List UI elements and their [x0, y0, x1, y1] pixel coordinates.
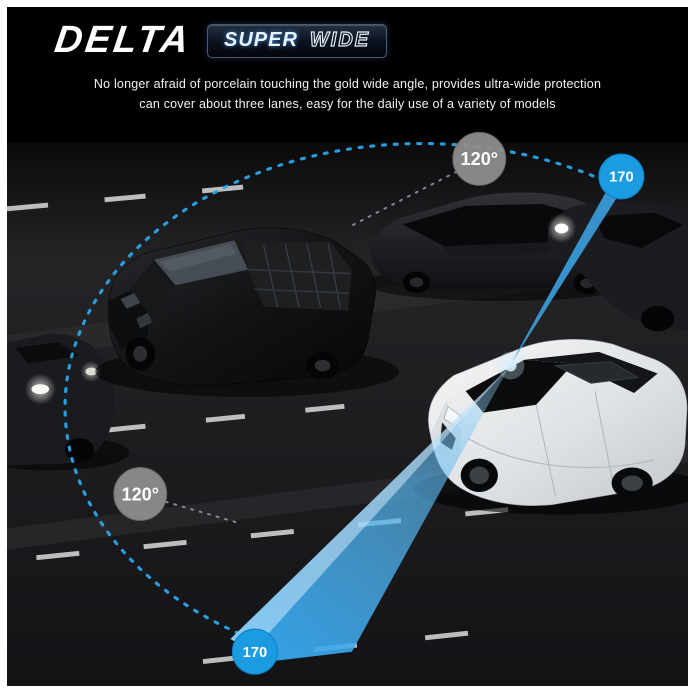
scene-svg: 120° 170 120° 170 [7, 7, 688, 686]
angle-label-170-bottom: 170 [243, 645, 268, 661]
car-sedan-right-edge [546, 201, 688, 332]
ad-canvas: 120° 170 120° 170 DELTA SUPER WIDE [7, 7, 688, 686]
tagline-line1: No longer afraid of porcelain touching t… [93, 77, 602, 91]
angle-label-120-left: 120° [122, 484, 159, 504]
angle-badge-120-left: 120° [113, 467, 168, 521]
header: DELTA SUPER WIDE No longer afraid of por… [7, 19, 688, 114]
super-wide-badge: SUPER WIDE [207, 23, 388, 58]
car-sedan-left-edge [7, 334, 130, 471]
badge-wide-text: WIDE [309, 28, 371, 51]
angle-badge-120-top: 120° [452, 131, 507, 186]
dashcam-origin-dot [504, 359, 517, 372]
brand-row: DELTA SUPER WIDE [7, 19, 688, 62]
brand-logo: DELTA [52, 19, 195, 61]
camera-beam [230, 183, 621, 662]
tagline: No longer afraid of porcelain touching t… [7, 74, 688, 114]
angle-label-120-top: 120° [461, 149, 498, 169]
badge-super-text: SUPER [224, 28, 298, 51]
angle-badge-170-bottom: 170 [231, 628, 278, 675]
car-pickup-truck [95, 227, 399, 397]
tagline-line2: can cover about three lanes, easy for th… [139, 97, 556, 111]
coverage-arc [63, 141, 617, 644]
dotted-guides [164, 170, 458, 525]
angle-label-170-top: 170 [609, 170, 634, 186]
angle-badge-170-top-right: 170 [598, 153, 645, 200]
